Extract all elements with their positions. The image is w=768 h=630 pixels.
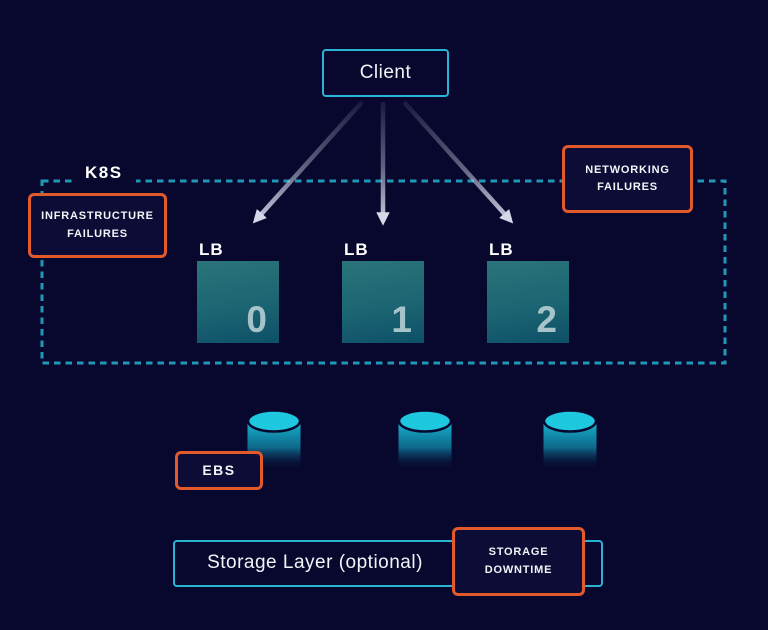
storage-downtime-callout: STORAGE DOWNTIME xyxy=(452,527,585,596)
ebs-volume-icon xyxy=(543,409,597,470)
k8s-boundary-dashed-rect xyxy=(40,179,727,365)
storage-layer-label: Storage Layer (optional) xyxy=(207,552,423,573)
client-node: Client xyxy=(322,49,449,97)
networking-failures-callout: NETWORKING FAILURES xyxy=(562,145,693,213)
lb-square-icon: 2 xyxy=(487,261,569,343)
lb-number: 2 xyxy=(536,299,557,340)
infrastructure-failures-callout: INFRASTRUCTURE FAILURES xyxy=(28,193,167,258)
storage-layer-node: Storage Layer (optional) xyxy=(173,540,603,587)
ebs-label: EBS xyxy=(202,461,236,478)
lb-square-icon: 1 xyxy=(342,261,424,343)
lb-label: LB xyxy=(344,240,369,259)
client-label: Client xyxy=(359,62,412,83)
ebs-callout: EBS xyxy=(175,451,263,490)
networking-failures-label: NETWORKING FAILURES xyxy=(585,163,670,193)
lb-label: LB xyxy=(199,240,224,259)
ebs-volume-icon xyxy=(398,409,452,470)
k8s-cluster-label: K8S xyxy=(72,162,136,184)
lb-number: 1 xyxy=(391,299,412,340)
load-balancer-0: LB 0 xyxy=(197,240,279,343)
load-balancer-2: LB 2 xyxy=(487,240,569,343)
load-balancer-1: LB 1 xyxy=(342,240,424,343)
client-to-lb2-arrow xyxy=(402,100,514,224)
lb-label: LB xyxy=(489,240,514,259)
storage-downtime-label: STORAGE DOWNTIME xyxy=(484,546,553,576)
lb-square-icon: 0 xyxy=(197,261,279,343)
client-to-lb0-arrow xyxy=(252,100,364,224)
lb-number: 0 xyxy=(246,299,267,340)
infrastructure-failures-label: INFRASTRUCTURE FAILURES xyxy=(41,210,154,240)
